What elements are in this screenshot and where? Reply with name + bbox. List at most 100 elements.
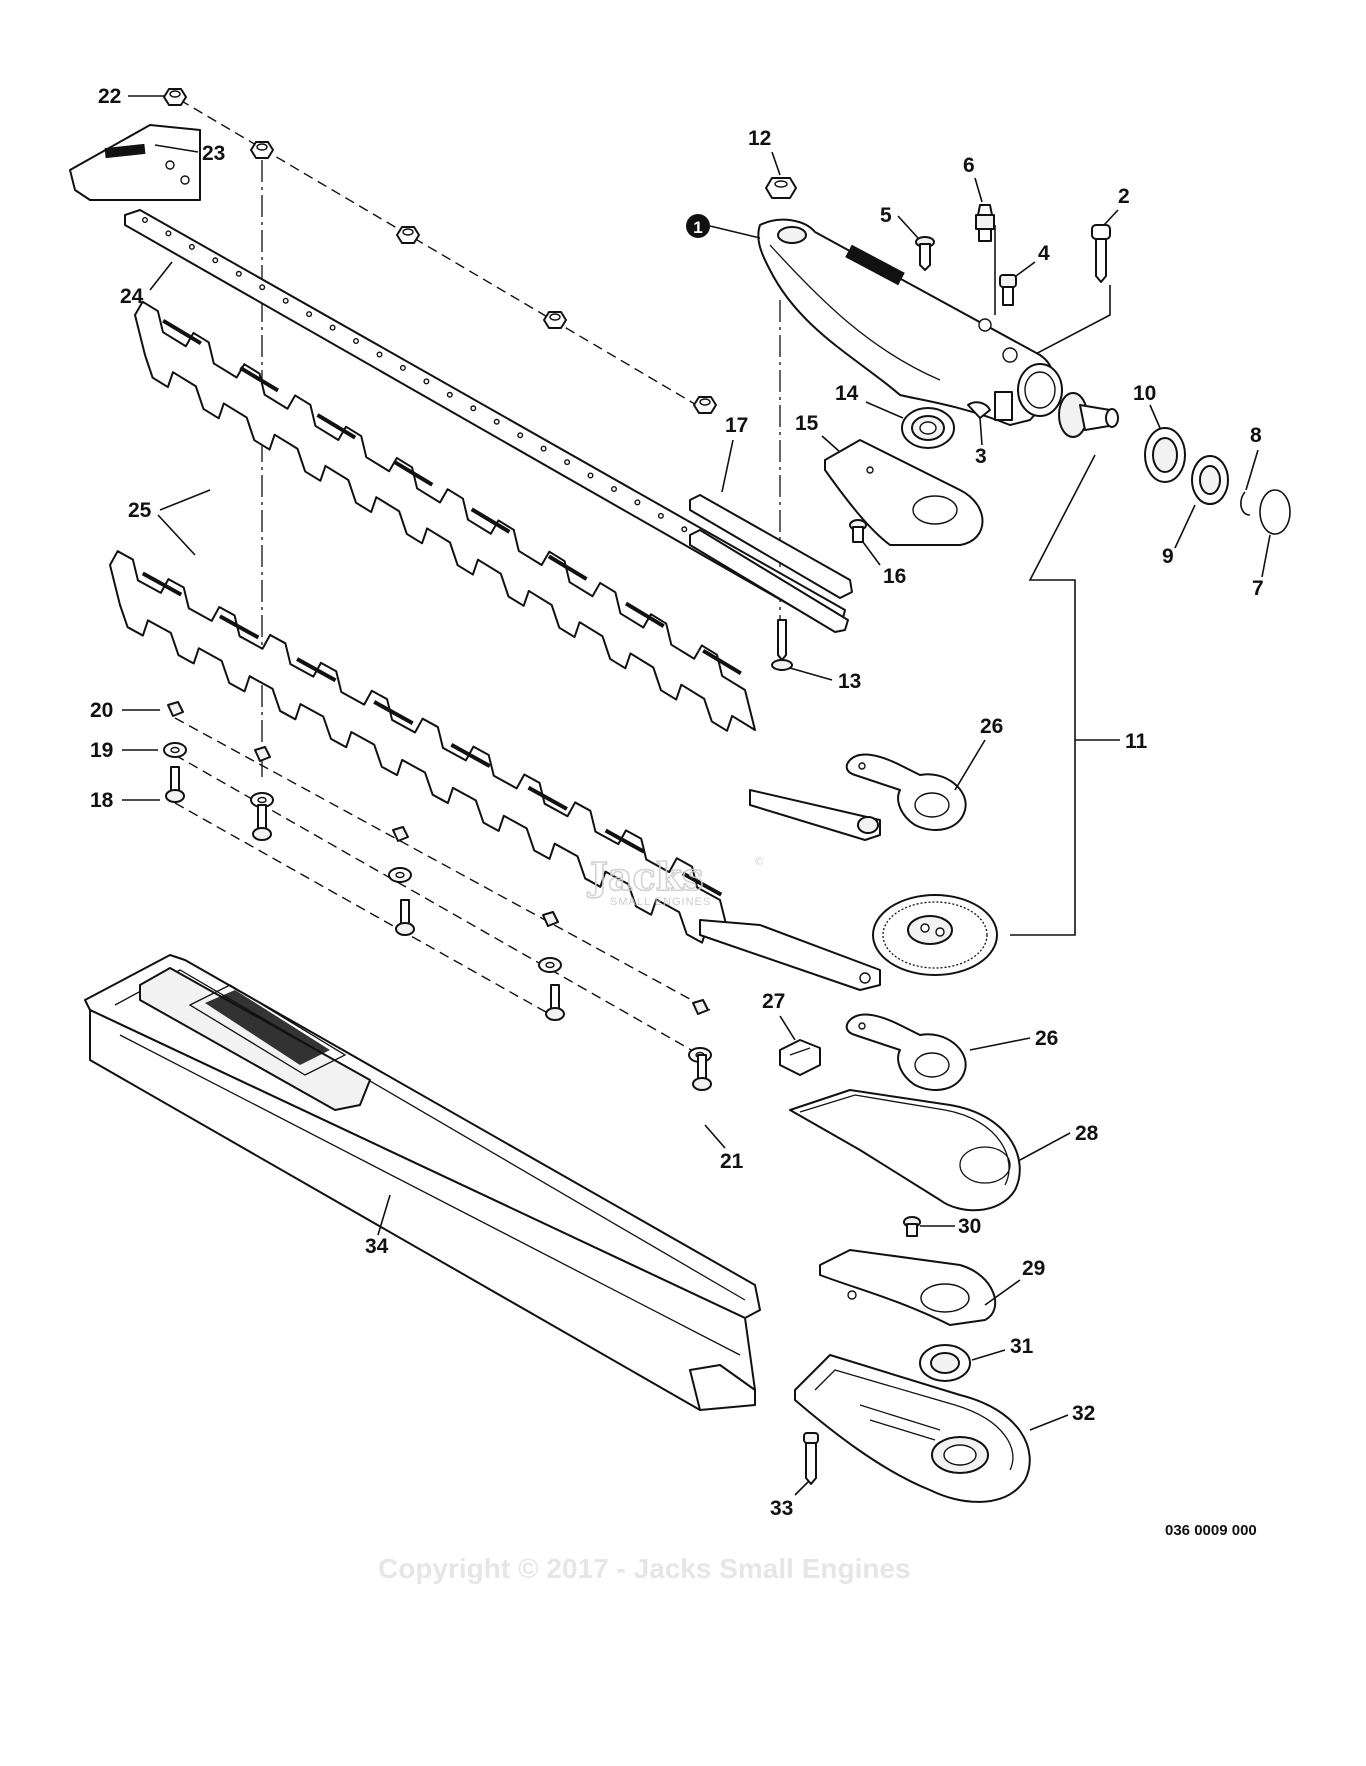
callout-26-upper: 26 xyxy=(980,715,1003,738)
cover-logo-plate xyxy=(188,984,347,1076)
part-34-blade-cover xyxy=(84,954,761,1411)
blade-slot xyxy=(239,366,280,393)
bar-hole xyxy=(165,230,172,237)
callout-labels: 22 23 24 25 12 6 5 2 4 1 14 3 15 17 16 1… xyxy=(90,85,1271,1520)
blade-slot xyxy=(162,318,202,346)
bar-hole xyxy=(657,512,664,519)
bolt-head xyxy=(692,1077,712,1091)
part-3-key xyxy=(967,401,991,419)
callout-33: 33 xyxy=(770,1497,793,1520)
blade-slot xyxy=(702,648,742,676)
bolt-head xyxy=(252,827,272,841)
bar-hole xyxy=(470,405,477,412)
callout-19: 19 xyxy=(90,739,113,762)
bar-hole xyxy=(564,459,571,466)
callout-20: 20 xyxy=(90,699,113,722)
callout-31: 31 xyxy=(1010,1335,1034,1358)
drawing-number: 036 0009 000 xyxy=(1165,1522,1257,1539)
bar-hole xyxy=(353,338,360,345)
callout-2: 2 xyxy=(1118,185,1130,208)
callout-9: 9 xyxy=(1162,545,1174,568)
part-pinion-gear xyxy=(1058,392,1119,438)
callout-22: 22 xyxy=(98,85,121,108)
bar-hole xyxy=(212,257,219,264)
bolt-shank xyxy=(170,766,180,793)
bar-hole xyxy=(587,472,594,479)
callout-13: 13 xyxy=(838,670,861,693)
square-nut xyxy=(167,701,184,717)
nut-hole xyxy=(549,313,561,321)
bar-hole xyxy=(517,432,524,439)
square-nut xyxy=(692,999,709,1015)
callout-15: 15 xyxy=(795,412,819,435)
washer-hole xyxy=(395,871,405,879)
cover-logo-mark xyxy=(205,990,330,1065)
washer-hole xyxy=(545,961,555,969)
bolt-shank xyxy=(400,899,410,926)
square-nut xyxy=(542,911,559,927)
callout-1: 1 xyxy=(693,218,702,237)
washer-hole xyxy=(257,796,267,804)
part-33-bolt xyxy=(803,1432,819,1485)
callout-32: 32 xyxy=(1072,1402,1095,1425)
bar-hole xyxy=(329,324,336,331)
callout-30: 30 xyxy=(958,1215,981,1238)
callout-5: 5 xyxy=(880,204,892,227)
watermark: Jacks SMALL ENGINES © xyxy=(586,853,764,908)
part-25-blades xyxy=(109,300,756,944)
callout-18: 18 xyxy=(90,789,114,812)
callout-25: 25 xyxy=(128,499,152,522)
bar-hole xyxy=(611,486,618,493)
parts-18-21-fasteners xyxy=(163,701,712,1091)
screws-top xyxy=(765,177,1111,306)
nut-hole xyxy=(256,143,268,151)
callout-16: 16 xyxy=(883,565,906,588)
callout-11: 11 xyxy=(1125,730,1148,753)
part-17-guide-plate xyxy=(689,494,853,633)
bar-hole xyxy=(282,297,289,304)
callout-10: 10 xyxy=(1133,382,1156,405)
part-29-plate xyxy=(819,1249,997,1326)
bar-hole xyxy=(259,284,266,291)
callout-4: 4 xyxy=(1038,242,1050,265)
callout-14: 14 xyxy=(835,382,859,405)
flange-nuts xyxy=(163,88,717,414)
part-30-screw xyxy=(903,1216,921,1237)
callout-27: 27 xyxy=(762,990,785,1013)
svg-text:©: © xyxy=(755,856,764,868)
callout-21: 21 xyxy=(720,1150,744,1173)
callout-28: 28 xyxy=(1075,1122,1099,1145)
nut-hole xyxy=(169,90,181,98)
bolt-shank xyxy=(550,984,560,1011)
part-11-crank-gear xyxy=(872,894,998,976)
square-nut xyxy=(392,826,409,842)
blade-slot xyxy=(604,828,646,854)
callout-29: 29 xyxy=(1022,1257,1045,1280)
nut-hole xyxy=(402,228,414,236)
callout-24: 24 xyxy=(120,285,144,308)
part-14-bearing xyxy=(901,407,955,449)
svg-text:SMALL ENGINES: SMALL ENGINES xyxy=(610,896,711,908)
bar-hole xyxy=(423,378,430,385)
blade-slot xyxy=(141,571,183,597)
callout-8: 8 xyxy=(1250,424,1262,447)
callout-26-lower: 26 xyxy=(1035,1027,1058,1050)
callout-6: 6 xyxy=(963,154,975,177)
assembly-lines xyxy=(174,99,1120,1056)
part-15-plate xyxy=(824,439,984,546)
part-27-slider xyxy=(779,1039,821,1076)
blade-slot xyxy=(624,601,665,628)
part-13-bolt xyxy=(771,619,793,671)
bar-hole xyxy=(634,499,641,506)
copyright-notice: Copyright © 2017 - Jacks Small Engines xyxy=(378,1553,911,1584)
blade-slot xyxy=(316,413,357,440)
part-16-screw xyxy=(849,519,867,543)
part-26-link-upper xyxy=(845,753,967,831)
bolt-head xyxy=(395,922,415,936)
callout-34: 34 xyxy=(365,1235,389,1258)
blade-slot xyxy=(393,460,434,487)
bar-hole xyxy=(376,351,383,358)
bolt-shank xyxy=(257,804,267,831)
bar-hole xyxy=(493,418,500,425)
bolt-head xyxy=(545,1007,565,1021)
